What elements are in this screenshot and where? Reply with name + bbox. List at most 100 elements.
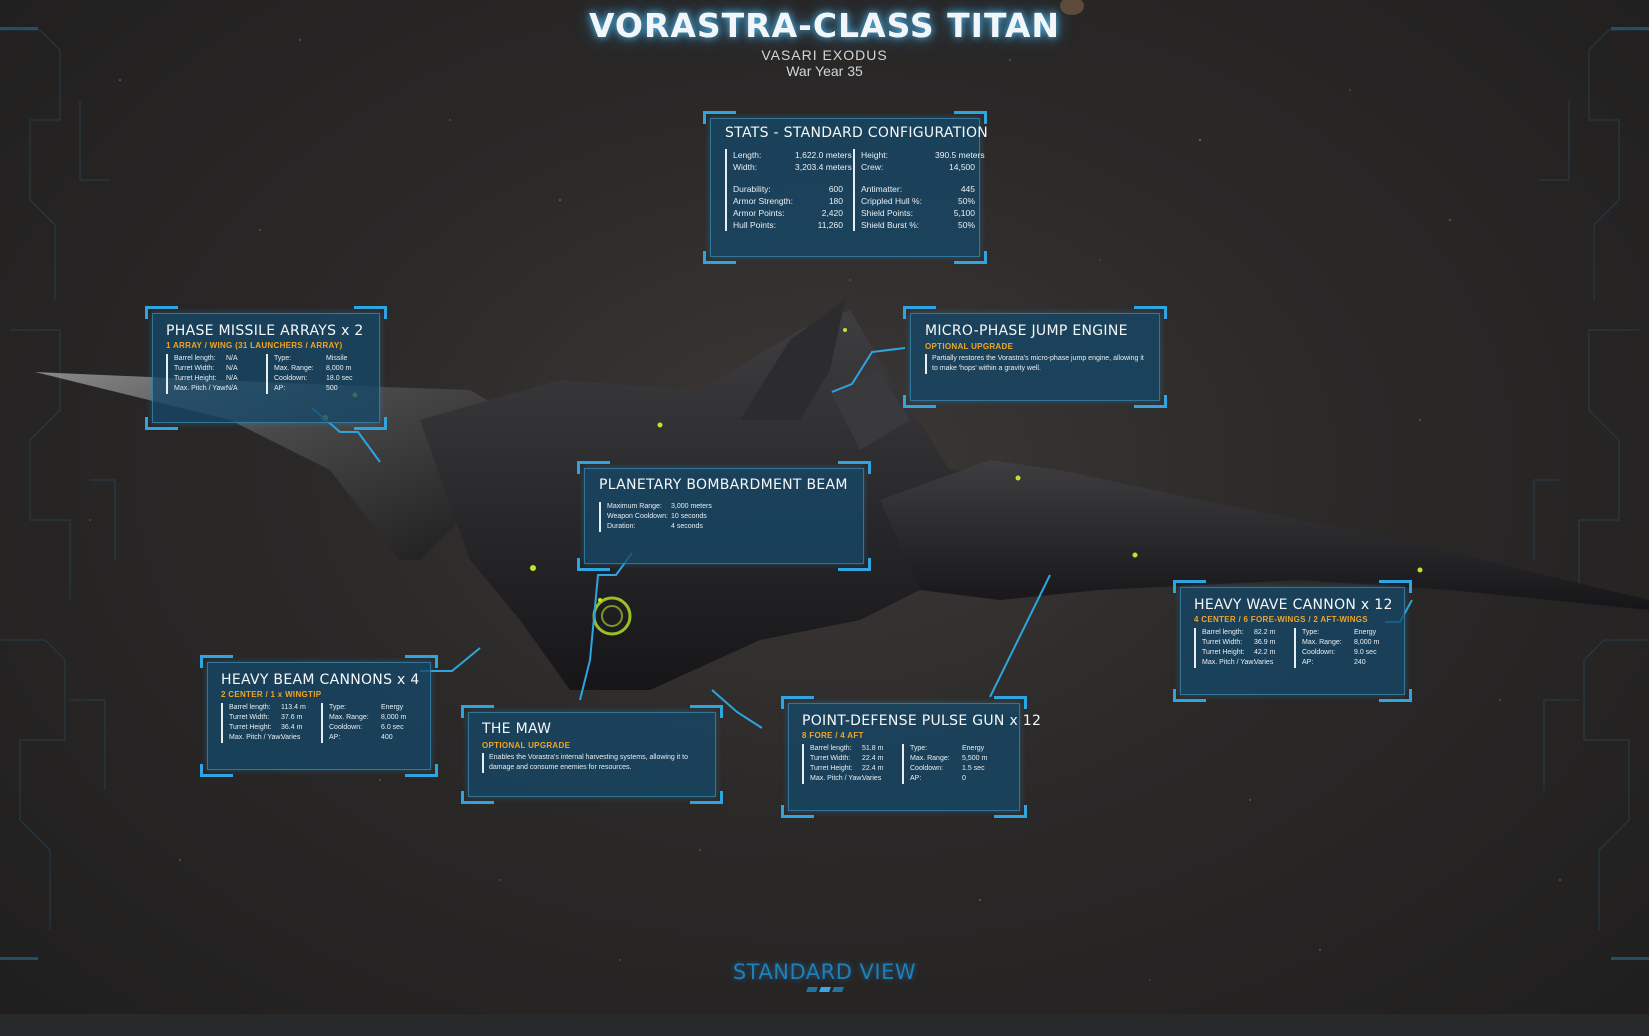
spec-value: 240	[1354, 659, 1366, 666]
spec-row: Height: 390.5 meters	[861, 149, 985, 161]
spec-value: 22.4 m	[862, 765, 884, 772]
spec-value: 2,420	[821, 208, 843, 218]
spec-row: Barrel length: 113.4 m	[229, 703, 311, 713]
spec-label: Turret Width:	[1202, 639, 1243, 646]
spec-label: Turret Height:	[1202, 649, 1245, 656]
view-switcher: STANDARD VIEW	[0, 960, 1649, 992]
spec-row: Type:Energy	[329, 703, 411, 713]
spec-row: Cooldown:6.0 sec	[329, 723, 411, 733]
spec-label: Barrel length:	[174, 355, 216, 362]
spec-value: Energy	[962, 745, 985, 752]
spec-value: 3,203.4 meters	[795, 162, 852, 172]
spec-label: Type:	[274, 355, 292, 362]
spec-value: 445	[960, 184, 975, 194]
spec-row: Turret Height:N/A	[174, 374, 256, 384]
maw-subtitle: OPTIONAL UPGRADE	[482, 741, 571, 750]
spec-row: Armor Points:2,420	[733, 207, 843, 219]
spec-row: Max. Pitch / Yaw:Varies	[810, 774, 892, 784]
spec-row: Shield Burst %:50%	[861, 219, 975, 231]
spec-value: 4 seconds	[671, 523, 703, 530]
spec-row: Type:Energy	[1302, 628, 1384, 638]
spec-row: Crippled Hull %:50%	[861, 195, 975, 207]
spec-row: Barrel length: N/A	[174, 354, 256, 364]
spec-row: Turret Height: 22.4 m	[810, 764, 892, 774]
spec-row: Width: 3,203.4 meters	[733, 161, 852, 173]
pd-title: POINT-DEFENSE PULSE GUN x 12	[802, 713, 1042, 729]
spec-row: Max. Range:8,000 m	[274, 364, 356, 374]
spec-row: Shield Points:5,100	[861, 207, 975, 219]
view-page-dot[interactable]	[805, 987, 818, 992]
spec-value: 50%	[957, 220, 975, 230]
spec-value: 37.6 m	[281, 714, 303, 721]
jump-subtitle: OPTIONAL UPGRADE	[925, 342, 1014, 351]
spec-value: 390.5 meters	[935, 150, 985, 160]
spec-label: Max. Pitch / Yaw:	[174, 385, 228, 392]
spec-label: Turret Height:	[174, 375, 217, 382]
standard-view-button[interactable]: STANDARD VIEW	[732, 960, 917, 984]
heavy-beam-cannon-panel: HEAVY BEAM CANNONS x 4 2 CENTER / 1 x WI…	[200, 655, 438, 777]
spec-value: 500	[326, 385, 338, 392]
right-circuit-decoration	[1533, 27, 1649, 960]
spec-label: Barrel length:	[810, 745, 852, 752]
jump-engine-panel: MICRO-PHASE JUMP ENGINE OPTIONAL UPGRADE…	[903, 306, 1167, 408]
spec-row: Barrel length:82.2 m	[1202, 628, 1284, 638]
spec-value: 36.4 m	[281, 724, 303, 731]
spec-value: N/A	[226, 365, 238, 372]
spec-label: Cooldown:	[1302, 649, 1336, 656]
spec-value: 82.2 m	[1254, 629, 1276, 636]
spec-label: Antimatter:	[861, 184, 903, 194]
spec-value: 10 seconds	[671, 513, 707, 520]
spec-label: Turret Width:	[174, 365, 215, 372]
spec-value: 6.0 sec	[381, 724, 404, 731]
spec-row: AP: 500	[274, 384, 356, 394]
spec-value: 42.2 m	[1254, 649, 1276, 656]
spec-label: Turret Height:	[810, 765, 853, 772]
spec-label: Weapon Cooldown:	[607, 513, 668, 520]
spec-row: Max. Range:8,000 m	[1302, 638, 1384, 648]
spec-row: Weapon Cooldown:10 seconds	[607, 512, 712, 522]
jump-description: Partially restores the Vorastra's micro-…	[925, 354, 1145, 374]
spec-label: AP:	[329, 734, 341, 741]
spec-row: Turret Width: 36.9 m	[1202, 638, 1284, 648]
spec-label: Max. Range:	[910, 755, 950, 762]
spec-value: Varies	[862, 775, 882, 782]
spec-value: 9.0 sec	[1354, 649, 1377, 656]
spec-value: 180	[828, 196, 843, 206]
spec-row: Durability:600	[733, 183, 843, 195]
spec-label: Crew:	[861, 162, 884, 172]
spec-row: Turret Height:36.4 m	[229, 723, 311, 733]
spec-label: Armor Strength:	[733, 196, 793, 206]
spec-row: Antimatter: 445	[861, 183, 975, 195]
spec-value: Varies	[281, 734, 301, 741]
view-page-dot[interactable]	[831, 987, 844, 992]
spec-value: Energy	[381, 704, 404, 711]
spec-row: Armor Strength: 180	[733, 195, 843, 207]
wave-subtitle: 4 CENTER / 6 FORE-WINGS / 2 AFT-WINGS	[1194, 615, 1368, 624]
spec-label: AP:	[274, 385, 286, 392]
spec-row: Type:Missile	[274, 354, 356, 364]
spec-row: Max. Pitch / Yaw:Varies	[229, 733, 311, 743]
spec-label: Width:	[733, 162, 758, 172]
spec-label: Crippled Hull %:	[861, 196, 922, 206]
spec-label: Duration:	[607, 523, 636, 530]
spec-value: 36.9 m	[1254, 639, 1276, 646]
view-page-indicator[interactable]	[0, 987, 1649, 992]
spec-value: N/A	[226, 355, 238, 362]
view-page-dot[interactable]	[818, 987, 831, 992]
spec-value: 113.4 m	[281, 704, 306, 711]
spec-value: 14,500	[949, 162, 975, 172]
spec-label: Height:	[861, 150, 888, 160]
spec-value: N/A	[226, 385, 238, 392]
stats-title: STATS - STANDARD CONFIGURATION	[725, 125, 989, 141]
missile-subtitle: 1 ARRAY / WING (31 LAUNCHERS / ARRAY)	[166, 341, 343, 350]
spec-label: Barrel length:	[229, 704, 271, 711]
spec-value: 0	[962, 775, 966, 782]
jump-title: MICRO-PHASE JUMP ENGINE	[925, 323, 1128, 339]
missile-title: PHASE MISSILE ARRAYS x 2	[166, 323, 364, 339]
